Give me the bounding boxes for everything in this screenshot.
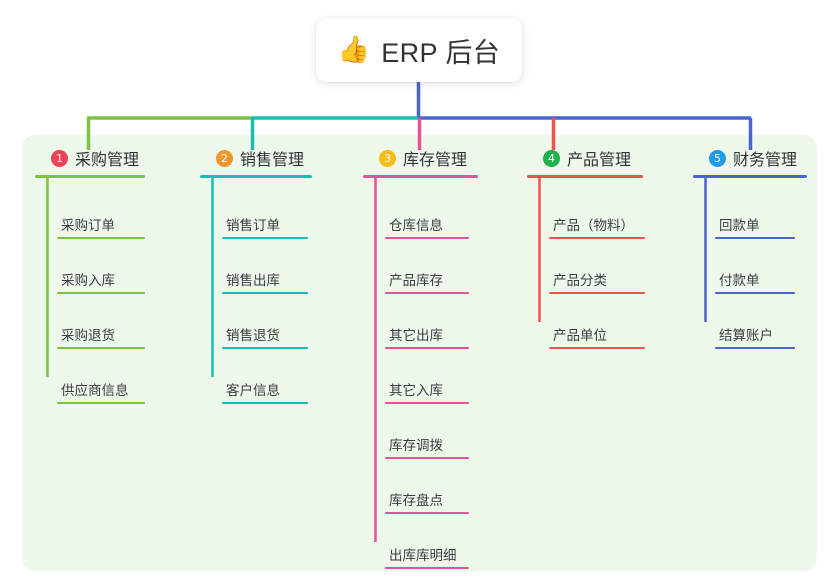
leaf-label: 库存盘点 (389, 493, 443, 508)
leaf-label: 回款单 (719, 218, 760, 233)
branch-underline (363, 175, 478, 178)
leaf-label: 销售退货 (226, 328, 280, 343)
branch-underline (200, 175, 312, 178)
leaf-underline (715, 237, 795, 239)
branch-header[interactable]: 1 采购管理 (35, 146, 145, 178)
leaf-item[interactable]: 销售退货 (222, 324, 308, 349)
leaf-label: 供应商信息 (61, 383, 129, 398)
leaf-label: 产品单位 (553, 328, 607, 343)
leaf-label: 销售订单 (226, 218, 280, 233)
leaf-item[interactable]: 结算账户 (715, 324, 795, 349)
leaf-list: 回款单付款单结算账户 (693, 170, 797, 349)
leaf-label: 产品（物料） (553, 218, 634, 233)
leaf-list: 销售订单销售出库销售退货客户信息 (200, 170, 308, 404)
leaf-item[interactable]: 回款单 (715, 214, 795, 239)
leaf-list: 产品（物料） 产品分类产品单位 (527, 170, 645, 349)
thumbs-up-icon: 👍 (337, 35, 371, 65)
leaf-item[interactable]: 仓库信息 (385, 214, 469, 239)
branch-underline (693, 175, 807, 178)
leaf-label: 销售出库 (226, 273, 280, 288)
leaf-item[interactable]: 其它入库 (385, 379, 469, 404)
branch-column: 3 库存管理仓库信息产品库存其它出库其它入库库存调拨库存盘点出库库明细 (363, 146, 478, 569)
leaf-item[interactable]: 采购入库 (57, 269, 145, 294)
leaf-underline (385, 512, 469, 514)
leaf-underline (385, 347, 469, 349)
branch-index-badge: 4 (543, 149, 560, 167)
leaf-underline (385, 237, 469, 239)
leaf-list: 仓库信息产品库存其它出库其它入库库存调拨库存盘点出库库明细 (363, 170, 469, 569)
branch-title: 采购管理 (75, 152, 140, 169)
branch-header[interactable]: 5 财务管理 (693, 146, 807, 178)
leaf-label: 采购订单 (61, 218, 115, 233)
leaf-item[interactable]: 产品分类 (549, 269, 645, 294)
leaf-item[interactable]: 付款单 (715, 269, 795, 294)
leaf-item[interactable]: 采购退货 (57, 324, 145, 349)
leaf-underline (385, 292, 469, 294)
leaf-underline (385, 457, 469, 459)
leaf-label: 结算账户 (719, 328, 773, 343)
leaf-label: 采购入库 (61, 273, 115, 288)
leaf-item[interactable]: 产品库存 (385, 269, 469, 294)
branch-underline (527, 175, 643, 178)
leaf-underline (715, 292, 795, 294)
leaf-underline (222, 237, 308, 239)
leaf-underline (57, 292, 145, 294)
branch-title: 财务管理 (733, 152, 798, 169)
leaf-label: 出库库明细 (389, 548, 457, 563)
leaf-underline (549, 237, 645, 239)
leaf-item[interactable]: 采购订单 (57, 214, 145, 239)
leaf-label: 仓库信息 (389, 218, 443, 233)
branch-column: 4 产品管理产品（物料） 产品分类产品单位 (527, 146, 645, 349)
branch-title: 产品管理 (567, 152, 632, 169)
leaf-underline (222, 292, 308, 294)
leaf-label: 采购退货 (61, 328, 115, 343)
branch-header[interactable]: 3 库存管理 (363, 146, 478, 178)
branch-index-badge: 2 (216, 149, 233, 167)
leaf-item[interactable]: 其它出库 (385, 324, 469, 349)
leaf-item[interactable]: 库存调拨 (385, 434, 469, 459)
leaf-underline (549, 292, 645, 294)
leaf-item[interactable]: 销售订单 (222, 214, 308, 239)
branch-column: 2 销售管理销售订单销售出库销售退货客户信息 (200, 146, 312, 404)
leaf-underline (57, 347, 145, 349)
leaf-item[interactable]: 客户信息 (222, 379, 308, 404)
leaf-label: 客户信息 (226, 383, 280, 398)
leaf-label: 产品分类 (553, 273, 607, 288)
branch-underline (35, 175, 145, 178)
leaf-item[interactable]: 产品单位 (549, 324, 645, 349)
branch-index-badge: 3 (379, 149, 396, 167)
branch-column: 1 采购管理采购订单采购入库采购退货供应商信息 (35, 146, 145, 404)
leaf-underline (549, 347, 645, 349)
leaf-underline (385, 567, 469, 569)
branch-title: 库存管理 (403, 152, 468, 169)
branch-index-badge: 5 (709, 149, 726, 167)
branch-index-badge: 1 (51, 149, 68, 167)
root-node[interactable]: 👍 ERP 后台 (316, 18, 522, 82)
leaf-label: 产品库存 (389, 273, 443, 288)
leaf-item[interactable]: 出库库明细 (385, 544, 469, 569)
leaf-label: 其它入库 (389, 383, 443, 398)
leaf-underline (57, 237, 145, 239)
branch-header[interactable]: 2 销售管理 (200, 146, 312, 178)
leaf-label: 其它出库 (389, 328, 443, 343)
branch-header[interactable]: 4 产品管理 (527, 146, 643, 178)
leaf-item[interactable]: 产品（物料） (549, 214, 645, 239)
leaf-item[interactable]: 销售出库 (222, 269, 308, 294)
leaf-item[interactable]: 库存盘点 (385, 489, 469, 514)
leaf-underline (222, 402, 308, 404)
leaf-list: 采购订单采购入库采购退货供应商信息 (35, 170, 145, 404)
leaf-item[interactable]: 供应商信息 (57, 379, 145, 404)
root-title: ERP 后台 (381, 37, 501, 68)
branch-title: 销售管理 (240, 152, 305, 169)
branches-panel (22, 135, 817, 571)
leaf-label: 库存调拨 (389, 438, 443, 453)
leaf-label: 付款单 (719, 273, 760, 288)
leaf-underline (385, 402, 469, 404)
leaf-underline (715, 347, 795, 349)
branch-column: 5 财务管理回款单付款单结算账户 (693, 146, 807, 349)
leaf-underline (57, 402, 145, 404)
leaf-underline (222, 347, 308, 349)
